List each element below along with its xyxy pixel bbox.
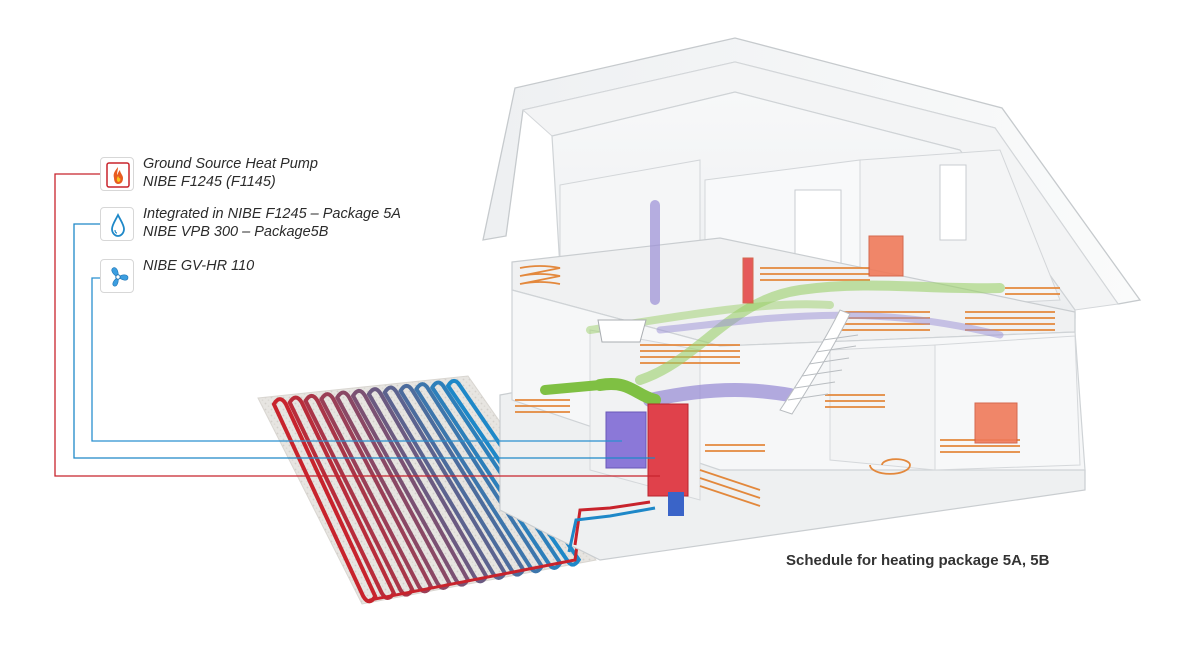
ventilation-unit [605,411,647,469]
staircase [779,309,859,415]
legend-item-3-line1: NIBE GV-HR 110 [143,258,255,274]
radiators [742,235,1018,444]
legend-item-2-line1: Integrated in NIBE F1245 – Package 5A [143,206,401,222]
collector-loop [446,378,582,567]
fan-icon [100,259,134,293]
water-drop-icon [100,207,134,241]
legend-leader-lines [54,173,660,477]
ground-collector-field [257,375,597,605]
ground-source-heat-pump-unit [647,403,689,497]
heat-pump-units [605,403,689,516]
legend-item-1-line2: NIBE F1245 (F1145) [143,174,276,190]
floor-heating-loops [515,265,1060,507]
diagram-caption: Schedule for heating package 5A, 5B [786,552,1050,569]
ventilation-ducts [540,200,1005,407]
bathtub [597,319,647,343]
legend-item-1-line1: Ground Source Heat Pump [143,156,318,172]
collector-supply-pipes [567,500,656,553]
flame-icon [100,157,134,191]
legend-item-2-line2: NIBE VPB 300 – Package5B [143,224,329,240]
collector-loop [271,397,378,604]
